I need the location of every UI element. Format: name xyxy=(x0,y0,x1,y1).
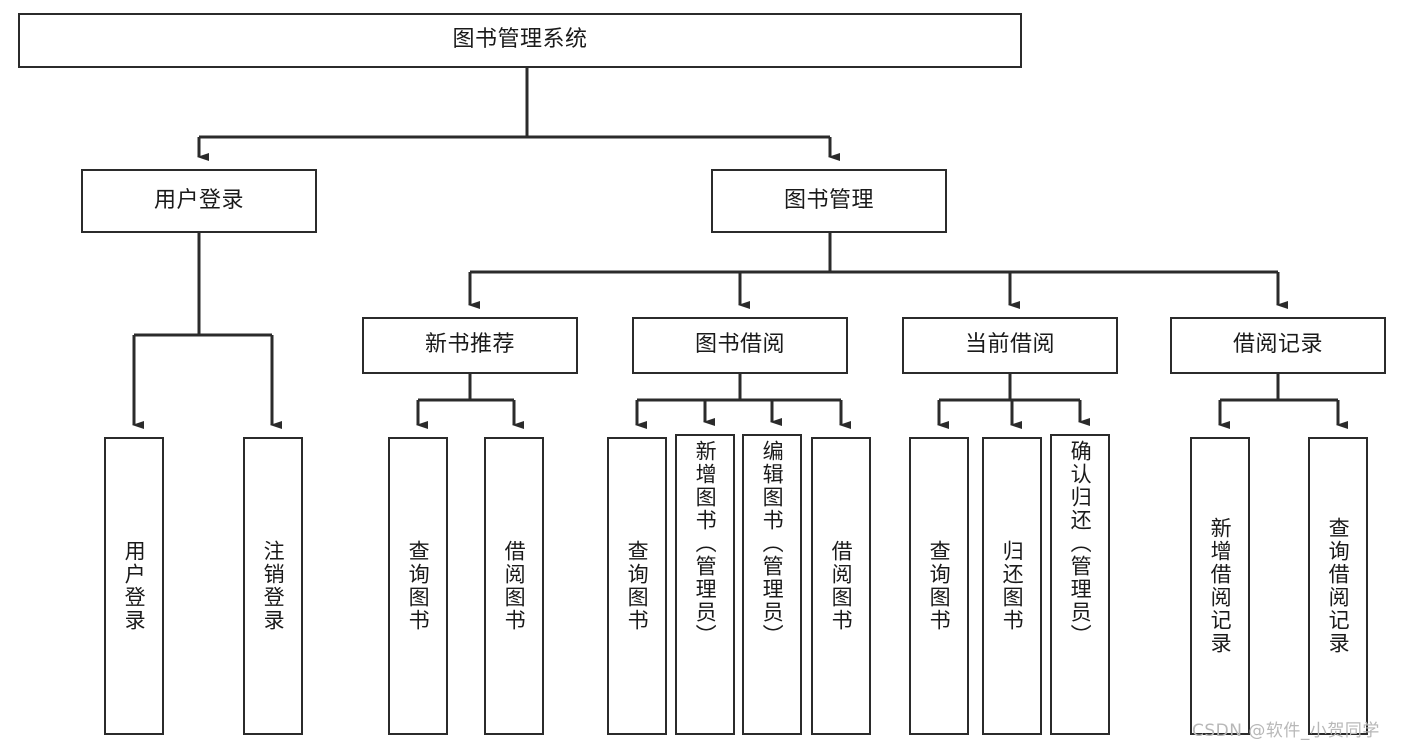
node-book-manage[interactable]: 图书管理 xyxy=(711,169,947,233)
node-leaf-query-book-1-label: 查询图书 xyxy=(406,540,431,632)
node-book-borrow-label: 图书借阅 xyxy=(694,332,785,358)
node-leaf-confirm-return[interactable]: 确认归还（管理员） xyxy=(1050,434,1110,735)
csdn-watermark: CSDN @软件_小贺同学 xyxy=(1192,721,1380,741)
node-user-login[interactable]: 用户登录 xyxy=(81,169,317,233)
node-leaf-add-book[interactable]: 新增图书（管理员） xyxy=(675,434,735,735)
node-leaf-add-record[interactable]: 新增借阅记录 xyxy=(1190,437,1250,735)
node-leaf-query-book-3[interactable]: 查询图书 xyxy=(909,437,969,735)
node-current-borrow-label: 当前借阅 xyxy=(964,332,1055,358)
node-leaf-logout[interactable]: 注销登录 xyxy=(243,437,303,735)
node-root-label: 图书管理系统 xyxy=(452,27,588,53)
node-leaf-query-book-1[interactable]: 查询图书 xyxy=(388,437,448,735)
node-book-borrow[interactable]: 图书借阅 xyxy=(632,317,848,374)
node-user-login-label: 用户登录 xyxy=(153,187,244,213)
node-leaf-borrow-book-2[interactable]: 借阅图书 xyxy=(811,437,871,735)
node-leaf-user-login-label: 用户登录 xyxy=(122,540,147,632)
node-leaf-query-book-3-label: 查询图书 xyxy=(927,540,952,632)
node-leaf-edit-book[interactable]: 编辑图书（管理员） xyxy=(742,434,802,735)
node-leaf-edit-book-label: 编辑图书（管理员） xyxy=(760,440,785,647)
node-leaf-logout-label: 注销登录 xyxy=(261,540,286,632)
node-leaf-return-book-label: 归还图书 xyxy=(1000,540,1025,632)
node-leaf-confirm-return-label: 确认归还（管理员） xyxy=(1068,440,1093,647)
node-leaf-borrow-book-2-label: 借阅图书 xyxy=(829,540,854,632)
node-leaf-borrow-book-1-label: 借阅图书 xyxy=(502,540,527,632)
node-root[interactable]: 图书管理系统 xyxy=(18,13,1022,68)
node-leaf-borrow-book-1[interactable]: 借阅图书 xyxy=(484,437,544,735)
node-borrow-record-label: 借阅记录 xyxy=(1232,332,1323,358)
node-leaf-query-record[interactable]: 查询借阅记录 xyxy=(1308,437,1368,735)
node-leaf-query-record-label: 查询借阅记录 xyxy=(1326,517,1351,655)
node-new-book-rec-label: 新书推荐 xyxy=(424,332,515,358)
node-leaf-return-book[interactable]: 归还图书 xyxy=(982,437,1042,735)
node-borrow-record[interactable]: 借阅记录 xyxy=(1170,317,1386,374)
node-new-book-rec[interactable]: 新书推荐 xyxy=(362,317,578,374)
node-leaf-add-record-label: 新增借阅记录 xyxy=(1208,517,1233,655)
node-leaf-user-login[interactable]: 用户登录 xyxy=(104,437,164,735)
node-leaf-query-book-2[interactable]: 查询图书 xyxy=(607,437,667,735)
node-leaf-add-book-label: 新增图书（管理员） xyxy=(693,440,718,647)
node-book-manage-label: 图书管理 xyxy=(783,187,874,213)
node-leaf-query-book-2-label: 查询图书 xyxy=(625,540,650,632)
node-current-borrow[interactable]: 当前借阅 xyxy=(902,317,1118,374)
